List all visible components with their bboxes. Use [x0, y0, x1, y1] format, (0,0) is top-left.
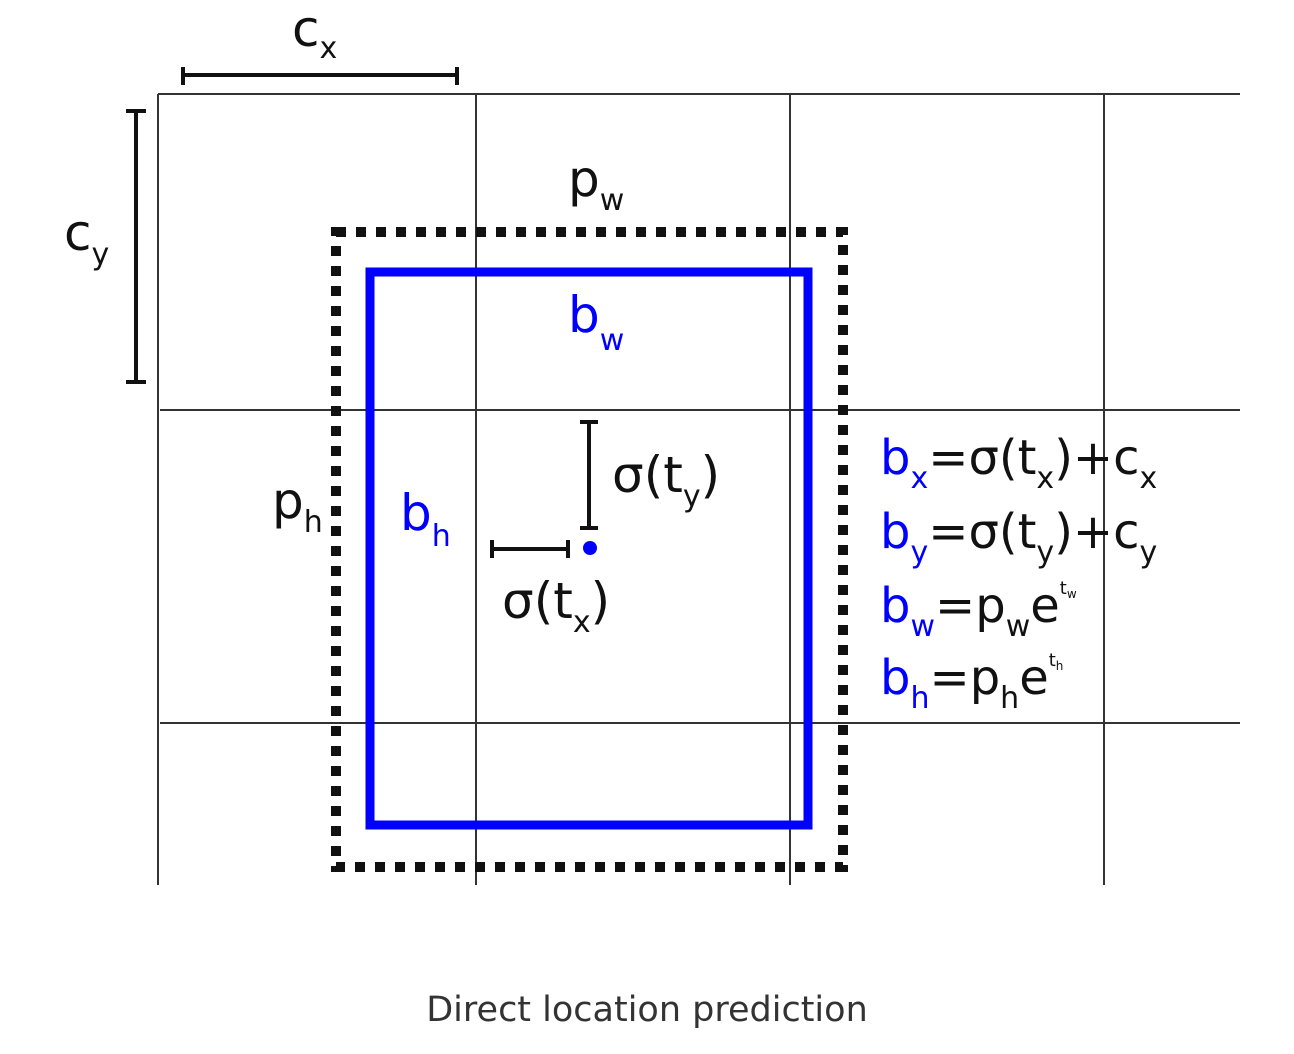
equation-bw: bw=pwetw — [880, 578, 1077, 644]
label-sigma-ty: σ(ty) — [612, 446, 720, 514]
sigma-ty-bracket — [580, 420, 598, 530]
label-bh: bh — [400, 484, 451, 554]
equation-by: by=σ(ty)+cy — [880, 504, 1157, 570]
box-center-point — [583, 541, 597, 555]
label-ph: ph — [272, 472, 323, 540]
label-sigma-tx: σ(tx) — [502, 572, 610, 640]
prior-box — [331, 227, 848, 872]
label-pw: pw — [568, 150, 624, 218]
label-cy: cy — [64, 204, 109, 272]
equation-bx: bx=σ(tx)+cx — [880, 430, 1157, 496]
cy-dimension-bracket — [126, 109, 146, 384]
cx-dimension-bracket — [181, 67, 459, 85]
label-cx: cx — [292, 0, 337, 66]
equation-bh: bh=pheth — [880, 650, 1063, 716]
figure-caption: Direct location prediction — [426, 990, 868, 1030]
sigma-tx-bracket — [490, 540, 570, 558]
predicted-box — [365, 267, 813, 830]
label-bw: bw — [568, 286, 624, 358]
